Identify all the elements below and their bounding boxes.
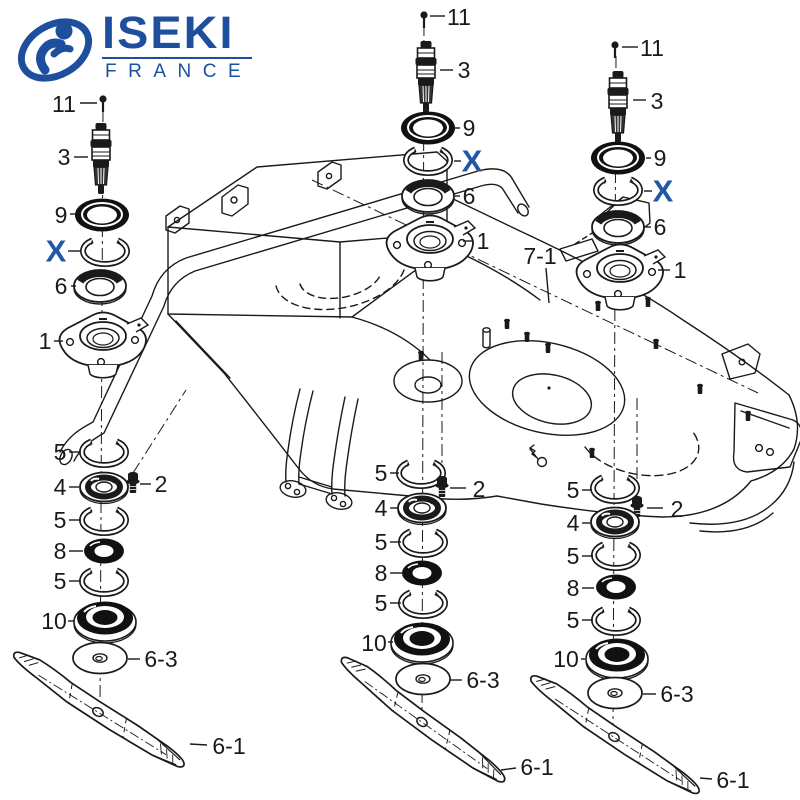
callout-1: 1 bbox=[39, 328, 52, 354]
callout-8: 8 bbox=[375, 560, 388, 586]
callout-4: 4 bbox=[54, 474, 67, 500]
part-9-seal bbox=[400, 110, 456, 146]
callout-5: 5 bbox=[375, 529, 388, 555]
part-6-3-washer bbox=[72, 641, 128, 675]
callout-5: 5 bbox=[567, 607, 580, 633]
callout-3: 3 bbox=[651, 88, 664, 114]
callout-10: 10 bbox=[361, 630, 387, 656]
callout-5: 5 bbox=[567, 477, 580, 503]
part-2-bolt bbox=[435, 475, 449, 498]
logo-subtitle-text: FRANCE bbox=[105, 61, 253, 82]
callout-2: 2 bbox=[671, 496, 684, 522]
callout-1: 1 bbox=[477, 228, 490, 254]
part-8-spacer bbox=[83, 537, 125, 565]
callout-11: 11 bbox=[640, 35, 664, 61]
deck-studs bbox=[418, 296, 751, 458]
part-1-housing bbox=[385, 214, 476, 282]
part-10-bearing bbox=[73, 600, 137, 644]
callout-3: 3 bbox=[58, 144, 71, 170]
callout-6-3: 6-3 bbox=[660, 681, 693, 707]
iseki-logo-mark-icon bbox=[17, 18, 93, 82]
callouts-right: 11 3 9 X 6 1 7-1 5 2 4 5 8 5 10 6-3 6-1 bbox=[523, 35, 749, 793]
part-8-spacer bbox=[595, 573, 637, 601]
callout-5: 5 bbox=[54, 568, 67, 594]
logo-text-block: ISEKI FRANCE bbox=[102, 10, 253, 83]
callout-x: X bbox=[653, 174, 674, 209]
part-5-snap-ring bbox=[82, 570, 126, 594]
part-5-snap-ring bbox=[399, 462, 443, 486]
callout-3: 3 bbox=[458, 57, 471, 83]
part-6-bearing bbox=[74, 270, 126, 304]
callout-x: X bbox=[462, 144, 483, 179]
callout-5: 5 bbox=[54, 507, 67, 533]
part-5-snap-ring bbox=[401, 592, 445, 616]
callout-5: 5 bbox=[567, 543, 580, 569]
part-3-spindle-shaft bbox=[89, 122, 113, 195]
part-11-pin bbox=[610, 40, 620, 60]
callout-10: 10 bbox=[41, 608, 67, 634]
callout-6: 6 bbox=[55, 273, 68, 299]
cotter-pin-sketch bbox=[529, 444, 548, 468]
part-6-bearing bbox=[592, 211, 644, 245]
callout-6-1: 6-1 bbox=[212, 733, 245, 759]
callout-6-1: 6-1 bbox=[520, 754, 553, 780]
callout-4: 4 bbox=[567, 510, 580, 536]
part-5-snap-ring bbox=[594, 609, 638, 633]
callout-6: 6 bbox=[654, 214, 667, 240]
part-x-snap-ring bbox=[83, 240, 127, 264]
callout-10: 10 bbox=[553, 646, 579, 672]
deck-axis-line bbox=[311, 179, 759, 394]
part-5-snap-ring bbox=[594, 544, 638, 568]
bolt-centerline-left bbox=[132, 389, 187, 474]
callouts-left: 11 3 9 X 6 1 5 4 2 5 8 5 10 6-3 6-1 bbox=[39, 91, 246, 759]
part-9-seal bbox=[74, 197, 130, 233]
part-11-pin bbox=[419, 10, 429, 30]
part-5-snap-ring bbox=[82, 441, 126, 465]
callout-9: 9 bbox=[463, 115, 476, 141]
part-5-snap-ring bbox=[82, 509, 126, 533]
callouts-middle: 11 3 9 X 6 1 5 2 4 5 8 5 10 6-3 6-1 bbox=[361, 4, 553, 780]
part-9-seal bbox=[590, 140, 646, 176]
callout-11: 11 bbox=[52, 91, 76, 117]
part-6-bearing bbox=[402, 180, 454, 214]
iseki-france-logo: ISEKI FRANCE bbox=[14, 10, 253, 88]
part-x-snap-ring bbox=[596, 179, 640, 203]
deck-hanger-straps bbox=[279, 388, 359, 510]
callout-2: 2 bbox=[473, 476, 486, 502]
part-4-bearing bbox=[398, 494, 446, 525]
part-5-snap-ring bbox=[593, 477, 637, 501]
callout-5: 5 bbox=[54, 439, 67, 465]
callout-6-1: 6-1 bbox=[716, 767, 749, 793]
callout-11: 11 bbox=[447, 4, 471, 30]
callout-6-3: 6-3 bbox=[466, 667, 499, 693]
part-3-spindle-shaft bbox=[606, 70, 630, 143]
part-6-3-washer bbox=[395, 662, 451, 696]
centerline-right bbox=[612, 55, 617, 731]
callout-8: 8 bbox=[567, 575, 580, 601]
callout-9: 9 bbox=[654, 145, 667, 171]
part-11-pin bbox=[98, 94, 108, 114]
callout-8: 8 bbox=[54, 538, 67, 564]
callout-4: 4 bbox=[375, 495, 388, 521]
callout-7-1: 7-1 bbox=[523, 243, 556, 269]
part-4-bearing bbox=[80, 473, 128, 504]
part-3-spindle-shaft bbox=[414, 40, 438, 113]
part-4-bearing bbox=[591, 508, 639, 539]
part-8-spacer bbox=[401, 559, 443, 587]
callout-1: 1 bbox=[674, 257, 687, 283]
part-6-3-washer bbox=[587, 676, 643, 710]
callout-9: 9 bbox=[55, 202, 68, 228]
part-10-bearing bbox=[585, 637, 649, 681]
callout-5: 5 bbox=[375, 590, 388, 616]
part-10-bearing bbox=[390, 621, 454, 665]
callout-6: 6 bbox=[463, 183, 476, 209]
logo-rule bbox=[102, 57, 253, 59]
logo-brand-text: ISEKI bbox=[102, 7, 235, 58]
callout-5: 5 bbox=[375, 460, 388, 486]
callout-x: X bbox=[46, 234, 67, 269]
callout-6-3: 6-3 bbox=[144, 646, 177, 672]
callout-2: 2 bbox=[155, 471, 168, 497]
